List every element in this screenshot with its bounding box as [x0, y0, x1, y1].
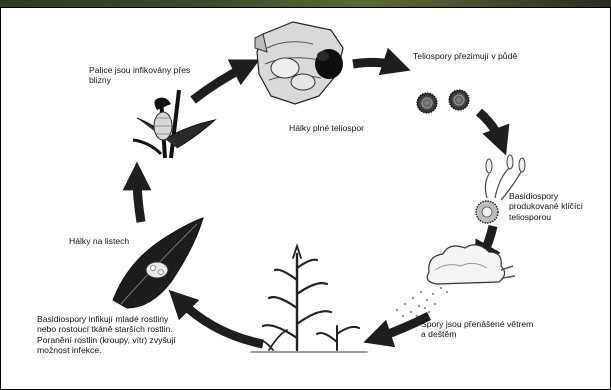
- infected-ear-icon: [133, 90, 215, 158]
- label-teliospores-overwinter: Teliospory přezimují v půdě: [413, 51, 517, 61]
- rain-cloud-icon: [396, 245, 515, 317]
- gall-ear-icon: [255, 22, 343, 104]
- top-image-strip: [0, 0, 611, 7]
- corn-plant-icon: [251, 246, 367, 352]
- diagram-frame: Teliospory přezimují v půdě Hálky plné t…: [0, 7, 611, 390]
- teliospore-icon: [417, 90, 469, 113]
- arrow-ear-to-galls: [193, 66, 247, 100]
- label-spores-spread: Spory jsou přenášené větrem a deštěm: [421, 319, 533, 340]
- infected-leaf-icon: [113, 218, 203, 308]
- label-leaf-galls: Hálky na listech: [69, 236, 129, 246]
- arrow-soil-to-germination: [479, 112, 501, 142]
- arrow-leaf-to-ear: [137, 176, 141, 222]
- label-ears-infected: Palice jsou infikovány přes blizny: [89, 65, 190, 86]
- arrow-galls-to-soil: [353, 62, 397, 66]
- arrow-plants-to-leaf: [179, 300, 263, 344]
- label-galls-full: Hálky plné teliospor: [289, 123, 364, 133]
- label-basidiospores-produced: Basidiospory produkované klíčící teliosp…: [509, 191, 583, 222]
- cycle-arrows: [137, 62, 501, 344]
- label-basidiospores-infect: Basidiospory infikují mladé rostliny neb…: [37, 314, 176, 356]
